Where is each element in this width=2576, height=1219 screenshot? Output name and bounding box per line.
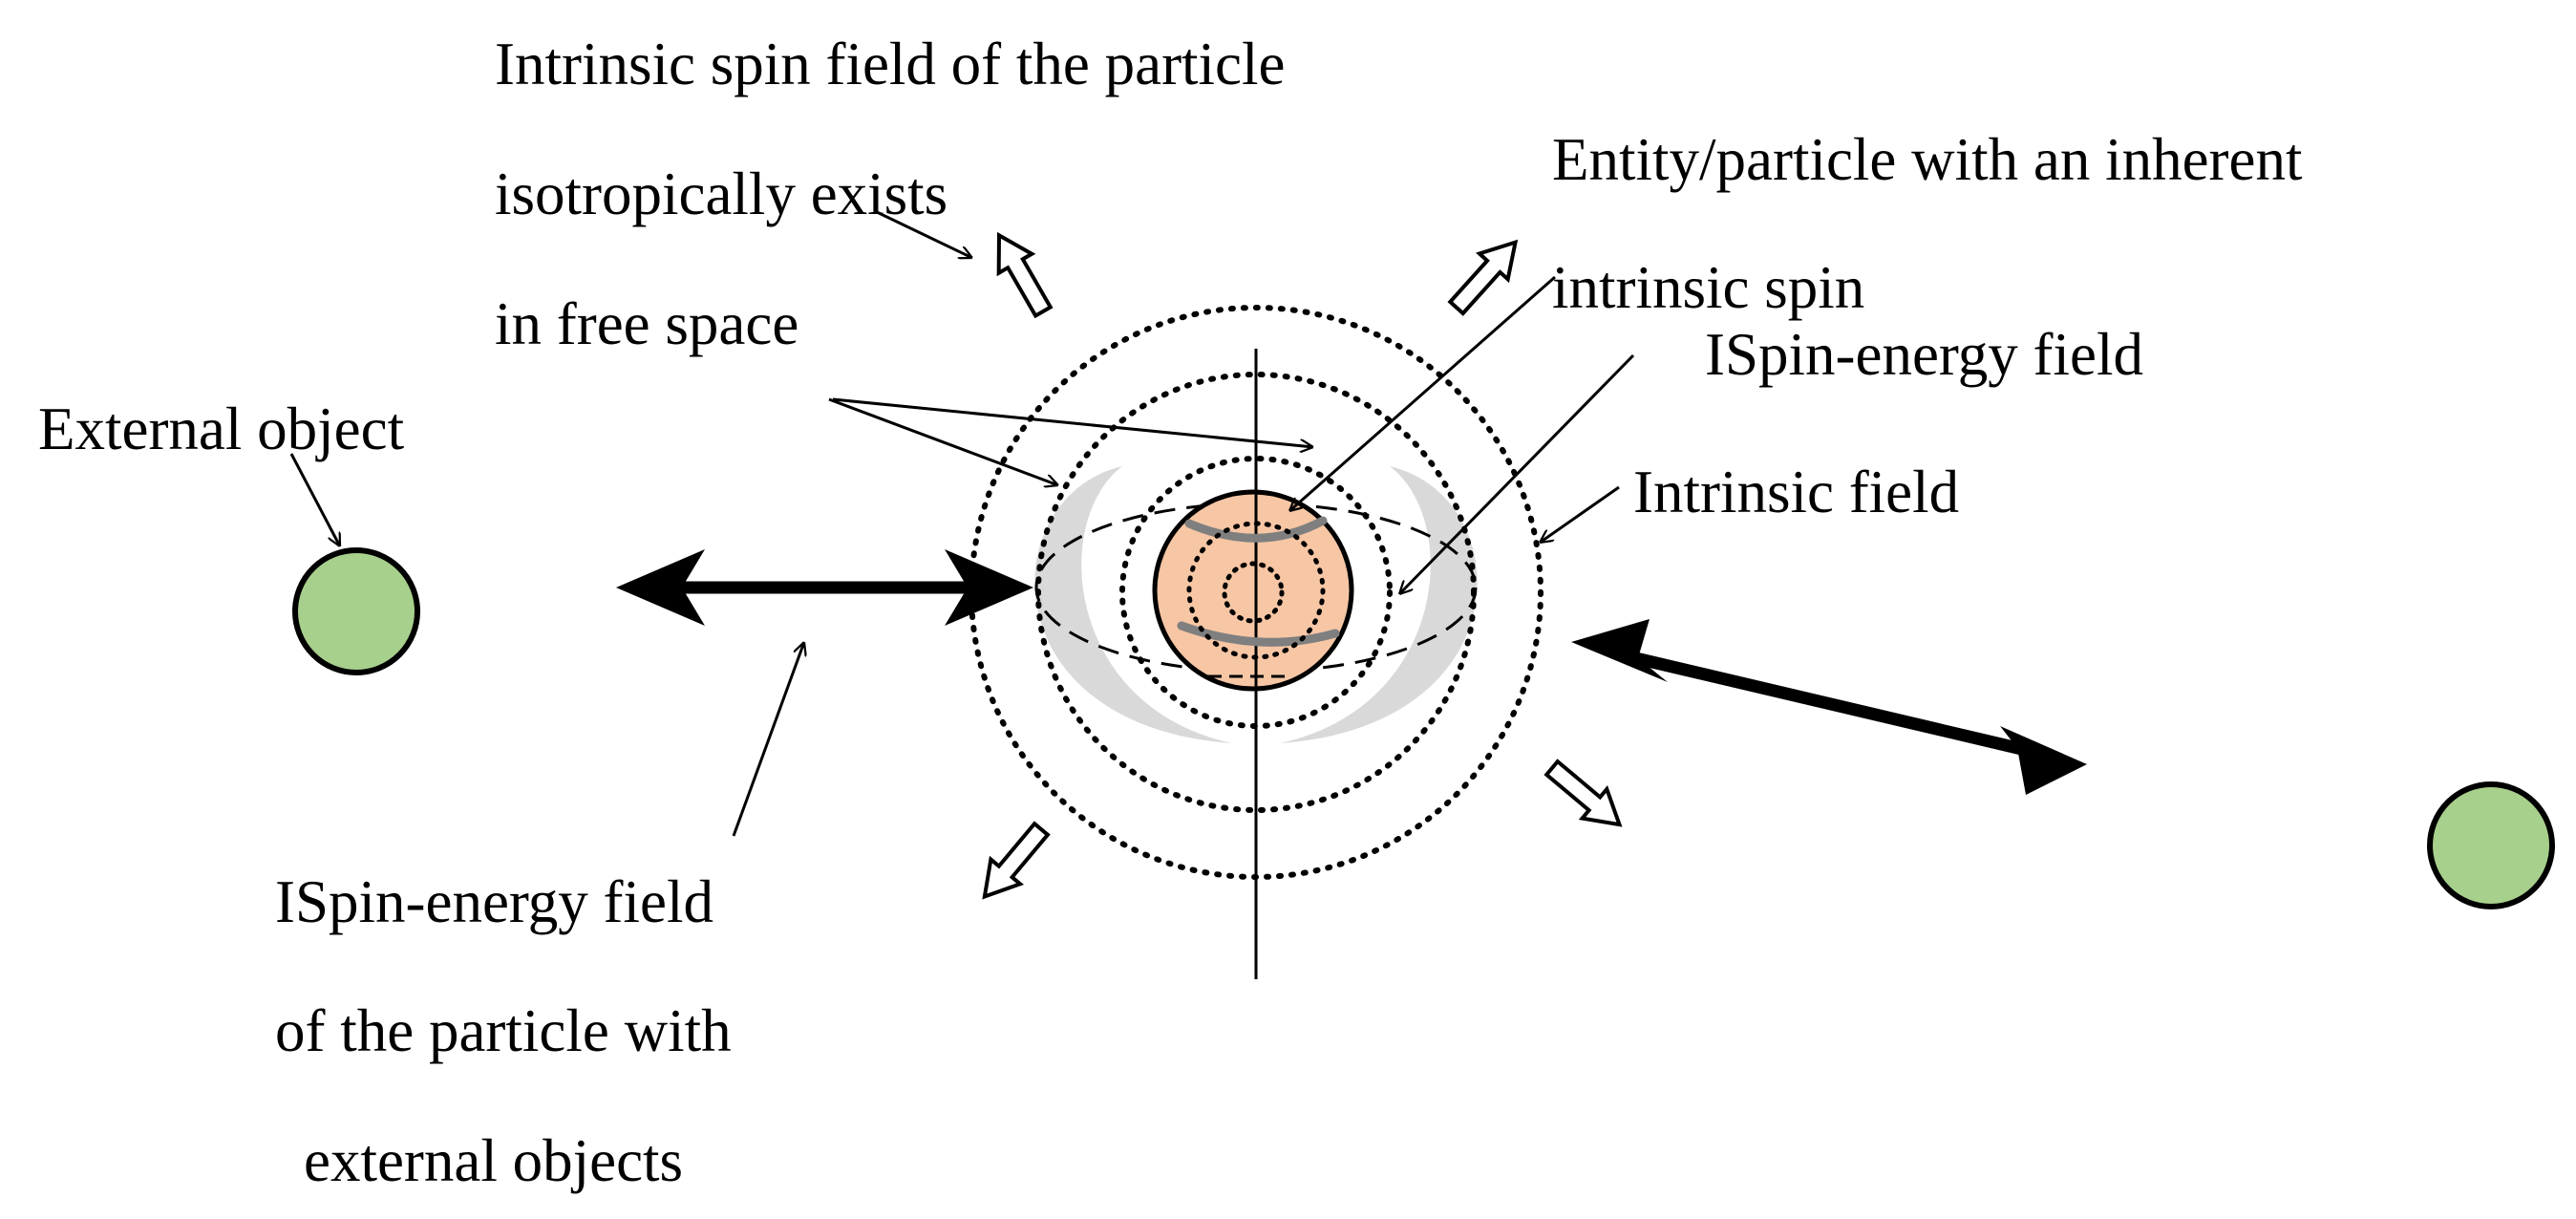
spin-field-crescent-left — [1034, 466, 1232, 743]
label-intrinsic-spin-field-line1: Intrinsic spin field of the particle — [495, 31, 1286, 97]
middle-intrinsic-field-ring — [1035, 372, 1477, 813]
external-object-left — [292, 547, 420, 675]
radiating-arrow-upper-left — [996, 231, 1054, 319]
leader-isotropic-field — [876, 210, 972, 258]
label-ispin-energy-external-line3: external objects — [304, 1127, 683, 1194]
label-ispin-energy-field: ISpin-energy field — [1705, 321, 2143, 388]
label-intrinsic-spin-field: Intrinsic spin field of the particle iso… — [495, 31, 1286, 357]
interaction-arrow-right — [1571, 619, 2087, 795]
spin-band-lower — [1177, 621, 1340, 647]
leader-free-space-to-outer-ring — [828, 397, 1058, 485]
label-intrinsic-field: Intrinsic field — [1633, 459, 1959, 525]
leader-ispin-energy-field — [1399, 353, 1635, 594]
label-ispin-energy-external-line2: of the particle with — [275, 997, 732, 1064]
leader-ispin-energy-external — [732, 642, 804, 837]
label-ispin-energy-external-line1: ISpin-energy field — [275, 868, 713, 935]
label-intrinsic-spin-field-line2: isotropically exists — [495, 160, 947, 227]
radiating-arrow-upper-right — [1447, 239, 1519, 316]
leader-entity-particle — [1289, 275, 1556, 511]
core-field-ring-outer — [1186, 521, 1326, 660]
spin-band-upper — [1184, 516, 1328, 543]
leader-intrinsic-field — [1540, 485, 1620, 543]
radiating-arrow-lower-right — [1543, 759, 1623, 827]
label-entity-particle: Entity/particle with an inherent intrins… — [1552, 126, 2303, 321]
radiating-arrow-lower-left — [982, 821, 1051, 900]
label-external-object: External object — [38, 396, 405, 462]
leader-external-object — [289, 453, 342, 546]
core-field-ring-inner — [1222, 561, 1285, 624]
label-entity-particle-line2: intrinsic spin — [1552, 254, 1864, 321]
leader-free-space-to-middle-ring — [832, 397, 1313, 447]
spin-field-crescent-right — [1280, 466, 1478, 743]
label-entity-particle-line1: Entity/particle with an inherent — [1552, 126, 2303, 193]
interaction-arrow-left — [616, 549, 1033, 626]
external-object-right — [2427, 781, 2555, 909]
label-ispin-energy-field-external: ISpin-energy field of the particle with … — [275, 868, 732, 1194]
label-intrinsic-spin-field-line3: in free space — [495, 290, 798, 357]
